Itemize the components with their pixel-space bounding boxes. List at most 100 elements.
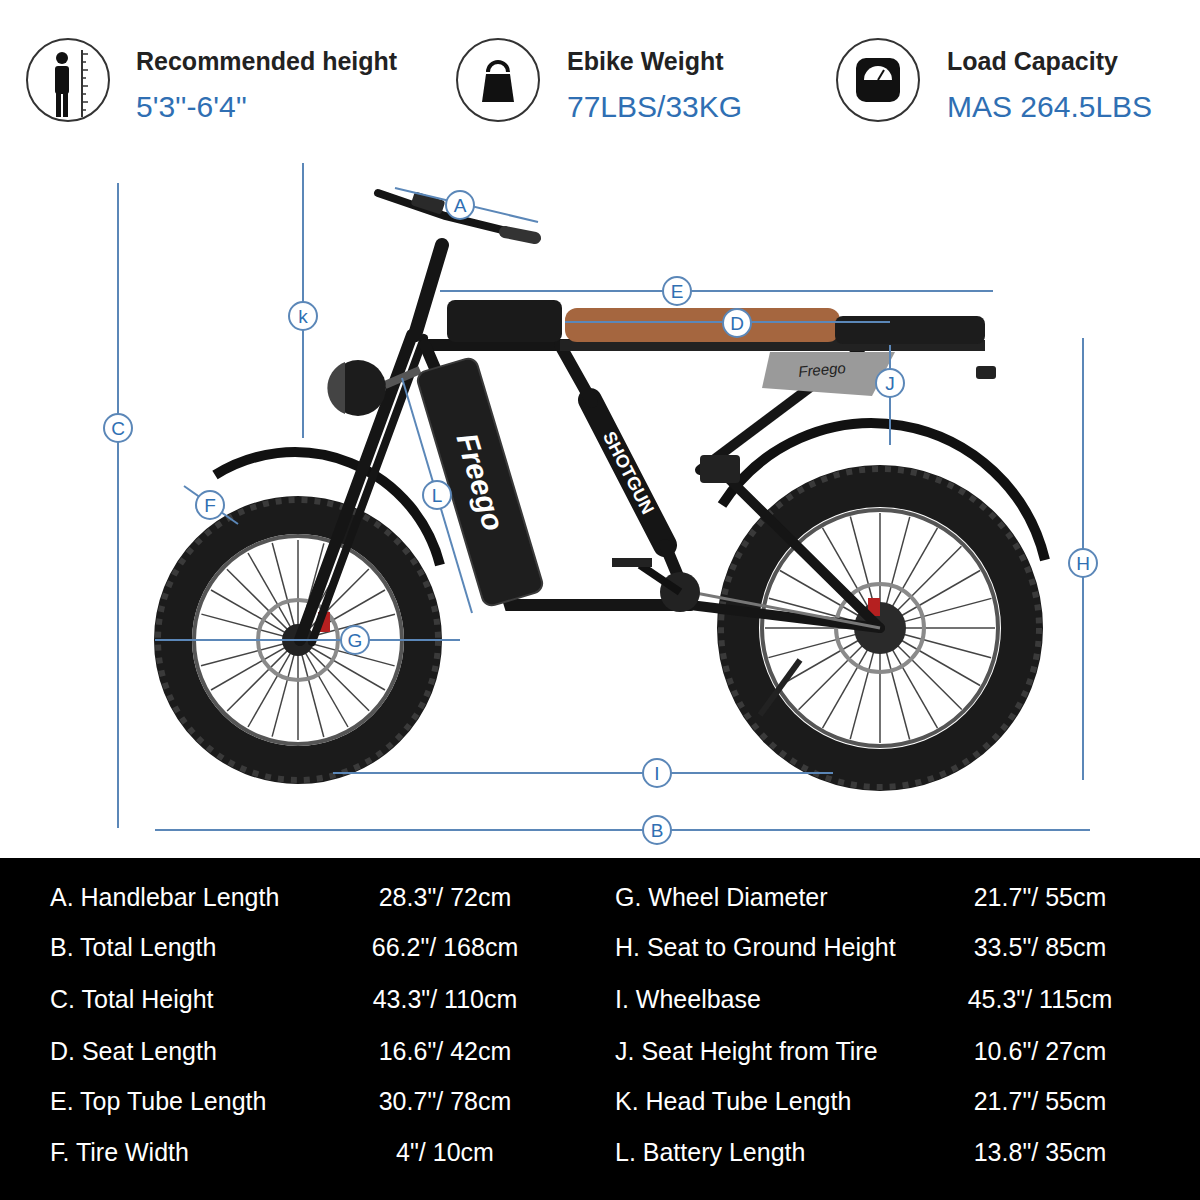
table-cell: E. Top Tube Length xyxy=(50,1088,266,1116)
table-cell: 13.8"/ 35cm xyxy=(974,1139,1107,1167)
icon-ring xyxy=(27,39,109,121)
spec-measure: 21.7"/ 55cm xyxy=(974,884,1107,912)
model-mark: SHOTGUN xyxy=(598,428,658,518)
callout-letter: A xyxy=(454,196,467,215)
table-cell: 45.3"/ 115cm xyxy=(968,986,1113,1014)
callout-circle: A xyxy=(445,190,475,220)
callout-circle: L xyxy=(422,480,452,510)
weight-icon xyxy=(457,39,539,121)
dimension-line xyxy=(155,639,460,641)
callout-letter: E xyxy=(671,282,684,301)
spec-name: B. Total Length xyxy=(50,934,216,962)
table-cell: 33.5"/ 85cm xyxy=(974,934,1107,962)
spec-value: 77LBS/33KG xyxy=(567,90,742,123)
spec-name: J. Seat Height from Tire xyxy=(615,1038,878,1066)
callout-circle: C xyxy=(103,413,133,443)
dimension-line xyxy=(402,378,472,613)
kettlebell-handle xyxy=(488,62,508,72)
chain xyxy=(680,590,880,628)
dimension-line xyxy=(333,772,833,774)
seat-plate xyxy=(762,352,895,396)
grip xyxy=(505,232,535,238)
spec-value-holder: 5'3''-6'4'' xyxy=(136,90,247,123)
dimension-line xyxy=(155,829,1090,831)
spec-title-holder: Load Capacity xyxy=(947,48,1118,76)
seat-tube xyxy=(560,345,592,402)
callout-letter: H xyxy=(1076,554,1090,573)
callout-letter: B xyxy=(651,821,664,840)
scale-dial xyxy=(864,66,892,80)
dimension-lines xyxy=(118,163,1090,830)
spec-name: I. Wheelbase xyxy=(615,986,761,1014)
rear-shock xyxy=(700,455,740,483)
table-cell: J. Seat Height from Tire xyxy=(615,1038,878,1066)
spec-name: K. Head Tube Length xyxy=(615,1088,851,1116)
icon-ring xyxy=(837,39,919,121)
dimension-line xyxy=(440,290,993,292)
callout-circle: D xyxy=(722,308,752,338)
table-cell: G. Wheel Diameter xyxy=(615,884,828,912)
table-cell: 21.7"/ 55cm xyxy=(974,884,1107,912)
table-cell: B. Total Length xyxy=(50,934,216,962)
table-cell: F. Tire Width xyxy=(50,1139,189,1167)
ruler xyxy=(81,50,83,117)
table-cell: 66.2"/ 168cm xyxy=(372,934,518,962)
spec-title: Recommended height xyxy=(136,48,397,76)
person-body xyxy=(55,66,69,94)
person-leg xyxy=(56,93,61,117)
spec-name: L. Battery Length xyxy=(615,1139,805,1167)
spec-value: 5'3''-6'4'' xyxy=(136,90,247,123)
battery xyxy=(415,356,544,608)
table-cell: D. Seat Length xyxy=(50,1038,217,1066)
callout-circle: J xyxy=(875,368,905,398)
dimension-line xyxy=(395,188,538,222)
callout-letter: L xyxy=(432,486,443,505)
spec-measure: 4"/ 10cm xyxy=(396,1139,494,1167)
ruler-ticks xyxy=(82,54,88,110)
spec-title: Ebike Weight xyxy=(567,48,724,76)
table-cell: H. Seat to Ground Height xyxy=(615,934,896,962)
table-cell: L. Battery Length xyxy=(615,1139,805,1167)
pedal xyxy=(612,558,652,567)
dimension-line xyxy=(117,183,119,828)
spec-title-holder: Recommended height xyxy=(136,48,397,76)
person-head xyxy=(56,52,68,64)
crank xyxy=(640,565,680,592)
spec-measure: 28.3"/ 72cm xyxy=(379,884,512,912)
spec-measure: 10.6"/ 27cm xyxy=(974,1038,1107,1066)
seat-stay xyxy=(720,470,880,628)
spec-name: G. Wheel Diameter xyxy=(615,884,828,912)
kettlebell xyxy=(482,74,514,102)
spec-value-holder: 77LBS/33KG xyxy=(567,90,742,123)
spec-measure: 13.8"/ 35cm xyxy=(974,1139,1107,1167)
spec-measure: 43.3"/ 110cm xyxy=(373,986,518,1014)
callout-letter: I xyxy=(654,764,659,783)
table-cell: 4"/ 10cm xyxy=(396,1139,494,1167)
table-cell: 43.3"/ 110cm xyxy=(373,986,518,1014)
table-cell: A. Handlebar Length xyxy=(50,884,279,912)
load-icon xyxy=(837,39,919,121)
table-cell: K. Head Tube Length xyxy=(615,1088,851,1116)
spec-measure: 33.5"/ 85cm xyxy=(974,934,1107,962)
front-box xyxy=(447,300,562,342)
table-cell: 30.7"/ 78cm xyxy=(379,1088,512,1116)
person-leg xyxy=(63,93,68,117)
table-cell: 16.6"/ 42cm xyxy=(379,1038,512,1066)
table-cell: 21.7"/ 55cm xyxy=(974,1088,1107,1116)
callout-circle: k xyxy=(288,301,318,331)
callout-letter: J xyxy=(885,374,895,393)
spec-name: D. Seat Length xyxy=(50,1038,217,1066)
spec-name: C. Total Height xyxy=(50,986,214,1014)
spec-measure: 30.7"/ 78cm xyxy=(379,1088,512,1116)
spec-value-holder: MAS 264.5LBS xyxy=(947,90,1152,123)
spec-table-band: A. Handlebar Length 28.3"/ 72cm G. Wheel D… xyxy=(0,858,1200,1200)
spec-name: E. Top Tube Length xyxy=(50,1088,266,1116)
callout-letter: G xyxy=(348,631,363,650)
callout-circle: H xyxy=(1068,548,1098,578)
icon-ring xyxy=(457,39,539,121)
callout-letter: C xyxy=(111,419,125,438)
callout-letter: D xyxy=(730,314,744,333)
spec-title: Load Capacity xyxy=(947,48,1118,76)
callout-circle: G xyxy=(340,625,370,655)
